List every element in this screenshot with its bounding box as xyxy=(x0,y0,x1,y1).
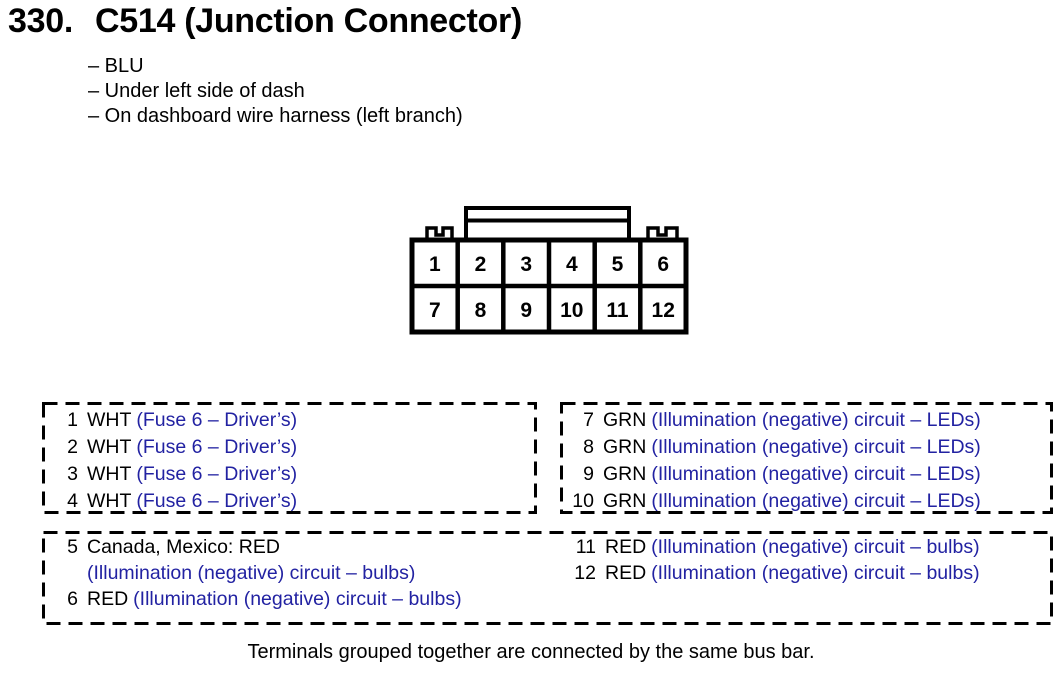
circuit-description: (Illumination (negative) circuit – bulbs… xyxy=(133,588,462,610)
terminal-5: 5 xyxy=(612,253,624,276)
terminal-12: 12 xyxy=(652,299,675,322)
connector-pinout-svg: 1 2 3 4 5 6 7 8 9 10 11 12 xyxy=(409,206,689,335)
wire-color: RED xyxy=(605,562,647,584)
bus-bar-note: Terminals grouped together are connected… xyxy=(247,641,815,663)
terminal-11: 11 xyxy=(606,299,629,322)
bus-bar-group-5-6-11-12: 5 Canada, Mexico: RED (Illumination (neg… xyxy=(42,531,1053,625)
pin-number: 2 xyxy=(67,436,78,458)
pin-row-5: 5 Canada, Mexico: RED (Illumination (neg… xyxy=(50,534,462,586)
terminal-10: 10 xyxy=(560,299,583,322)
section-number: 330. xyxy=(8,2,73,40)
pin-row-9: 9 GRN (Illumination (negative) circuit –… xyxy=(566,461,1053,488)
circuit-description: (Illumination (negative) circuit – bulbs… xyxy=(651,562,980,584)
wire-color: WHT xyxy=(87,436,132,458)
wire-color: RED xyxy=(605,536,647,558)
connector-grid xyxy=(412,240,686,332)
connector-details: – BLU – Under left side of dash – On das… xyxy=(88,54,463,129)
pin-number: 7 xyxy=(583,409,594,431)
bus-bar-group-7-10: 7 GRN (Illumination (negative) circuit –… xyxy=(560,402,1053,514)
wire-color: GRN xyxy=(603,436,647,458)
pin-number: 4 xyxy=(67,490,78,512)
pin-row-6: 6 RED (Illumination (negative) circuit –… xyxy=(50,586,462,612)
pin-row-10: 10 GRN (Illumination (negative) circuit … xyxy=(566,488,1053,515)
wire-color: GRN xyxy=(603,463,647,485)
pin-number: 8 xyxy=(583,436,594,458)
pin-row-3: 3 WHT (Fuse 6 – Driver’s) xyxy=(50,461,537,488)
group-column-left: 5 Canada, Mexico: RED (Illumination (neg… xyxy=(42,531,462,612)
pin-number: 10 xyxy=(572,490,594,512)
page-header: 330. C514 (Junction Connector) xyxy=(8,2,522,41)
pin-number: 3 xyxy=(67,463,78,485)
terminal-2: 2 xyxy=(475,253,487,276)
circuit-description: (Illumination (negative) circuit – LEDs) xyxy=(651,463,981,485)
wire-color: WHT xyxy=(87,490,132,512)
connector-latch-tab xyxy=(464,206,631,242)
pin-row-8: 8 GRN (Illumination (negative) circuit –… xyxy=(566,434,1053,461)
pin-number: 11 xyxy=(575,536,596,558)
terminal-7: 7 xyxy=(429,299,441,322)
connector-diagram: 1 2 3 4 5 6 7 8 9 10 11 12 xyxy=(400,195,700,345)
pin-row-12: 12 RED (Illumination (negative) circuit … xyxy=(568,560,980,586)
circuit-description: (Fuse 6 – Driver’s) xyxy=(136,463,298,485)
bus-bar-group-1-4: 1 WHT (Fuse 6 – Driver’s) 2 WHT (Fuse 6 … xyxy=(42,402,537,514)
circuit-description: (Illumination (negative) circuit – LEDs) xyxy=(651,490,981,512)
group-column-right: 11 RED (Illumination (negative) circuit … xyxy=(562,534,980,586)
detail-harness: – On dashboard wire harness (left branch… xyxy=(88,105,463,127)
pin-number: 6 xyxy=(67,588,78,610)
detail-location: – Under left side of dash xyxy=(88,80,305,102)
page-title: C514 (Junction Connector) xyxy=(94,2,522,40)
pin-row-4: 4 WHT (Fuse 6 – Driver’s) xyxy=(50,488,537,515)
terminal-3: 3 xyxy=(520,253,532,276)
circuit-description: (Fuse 6 – Driver’s) xyxy=(136,436,298,458)
circuit-description: (Fuse 6 – Driver’s) xyxy=(136,490,298,512)
pin-row-2: 2 WHT (Fuse 6 – Driver’s) xyxy=(50,434,537,461)
pin-number: 5 xyxy=(67,536,78,558)
detail-color: – BLU xyxy=(88,55,144,77)
terminal-8: 8 xyxy=(475,299,487,322)
dashed-border xyxy=(560,402,1053,514)
pin-number: 12 xyxy=(574,562,596,584)
wire-color: GRN xyxy=(603,490,647,512)
circuit-description: (Illumination (negative) circuit – LEDs) xyxy=(651,436,981,458)
circuit-description: (Illumination (negative) circuit – bulbs… xyxy=(651,536,980,558)
wire-color: Canada, Mexico: RED xyxy=(87,536,280,558)
pin-row-1: 1 WHT (Fuse 6 – Driver’s) xyxy=(50,407,537,434)
terminal-4: 4 xyxy=(566,253,578,276)
wire-color: RED xyxy=(87,588,129,610)
circuit-description: (Illumination (negative) circuit – LEDs) xyxy=(651,409,981,431)
terminal-6: 6 xyxy=(657,253,669,276)
wire-color: GRN xyxy=(603,409,647,431)
wire-color: WHT xyxy=(87,463,132,485)
pin-row-11: 11 RED (Illumination (negative) circuit … xyxy=(568,534,980,560)
dashed-border xyxy=(42,402,537,514)
pin-number: 9 xyxy=(583,463,594,485)
terminal-1: 1 xyxy=(429,253,441,276)
circuit-description: (Fuse 6 – Driver’s) xyxy=(136,409,298,431)
terminal-9: 9 xyxy=(520,299,532,322)
pin-row-7: 7 GRN (Illumination (negative) circuit –… xyxy=(566,407,1053,434)
wire-color: WHT xyxy=(87,409,132,431)
pin-number: 1 xyxy=(67,409,78,431)
circuit-description: (Illumination (negative) circuit – bulbs… xyxy=(87,562,416,584)
